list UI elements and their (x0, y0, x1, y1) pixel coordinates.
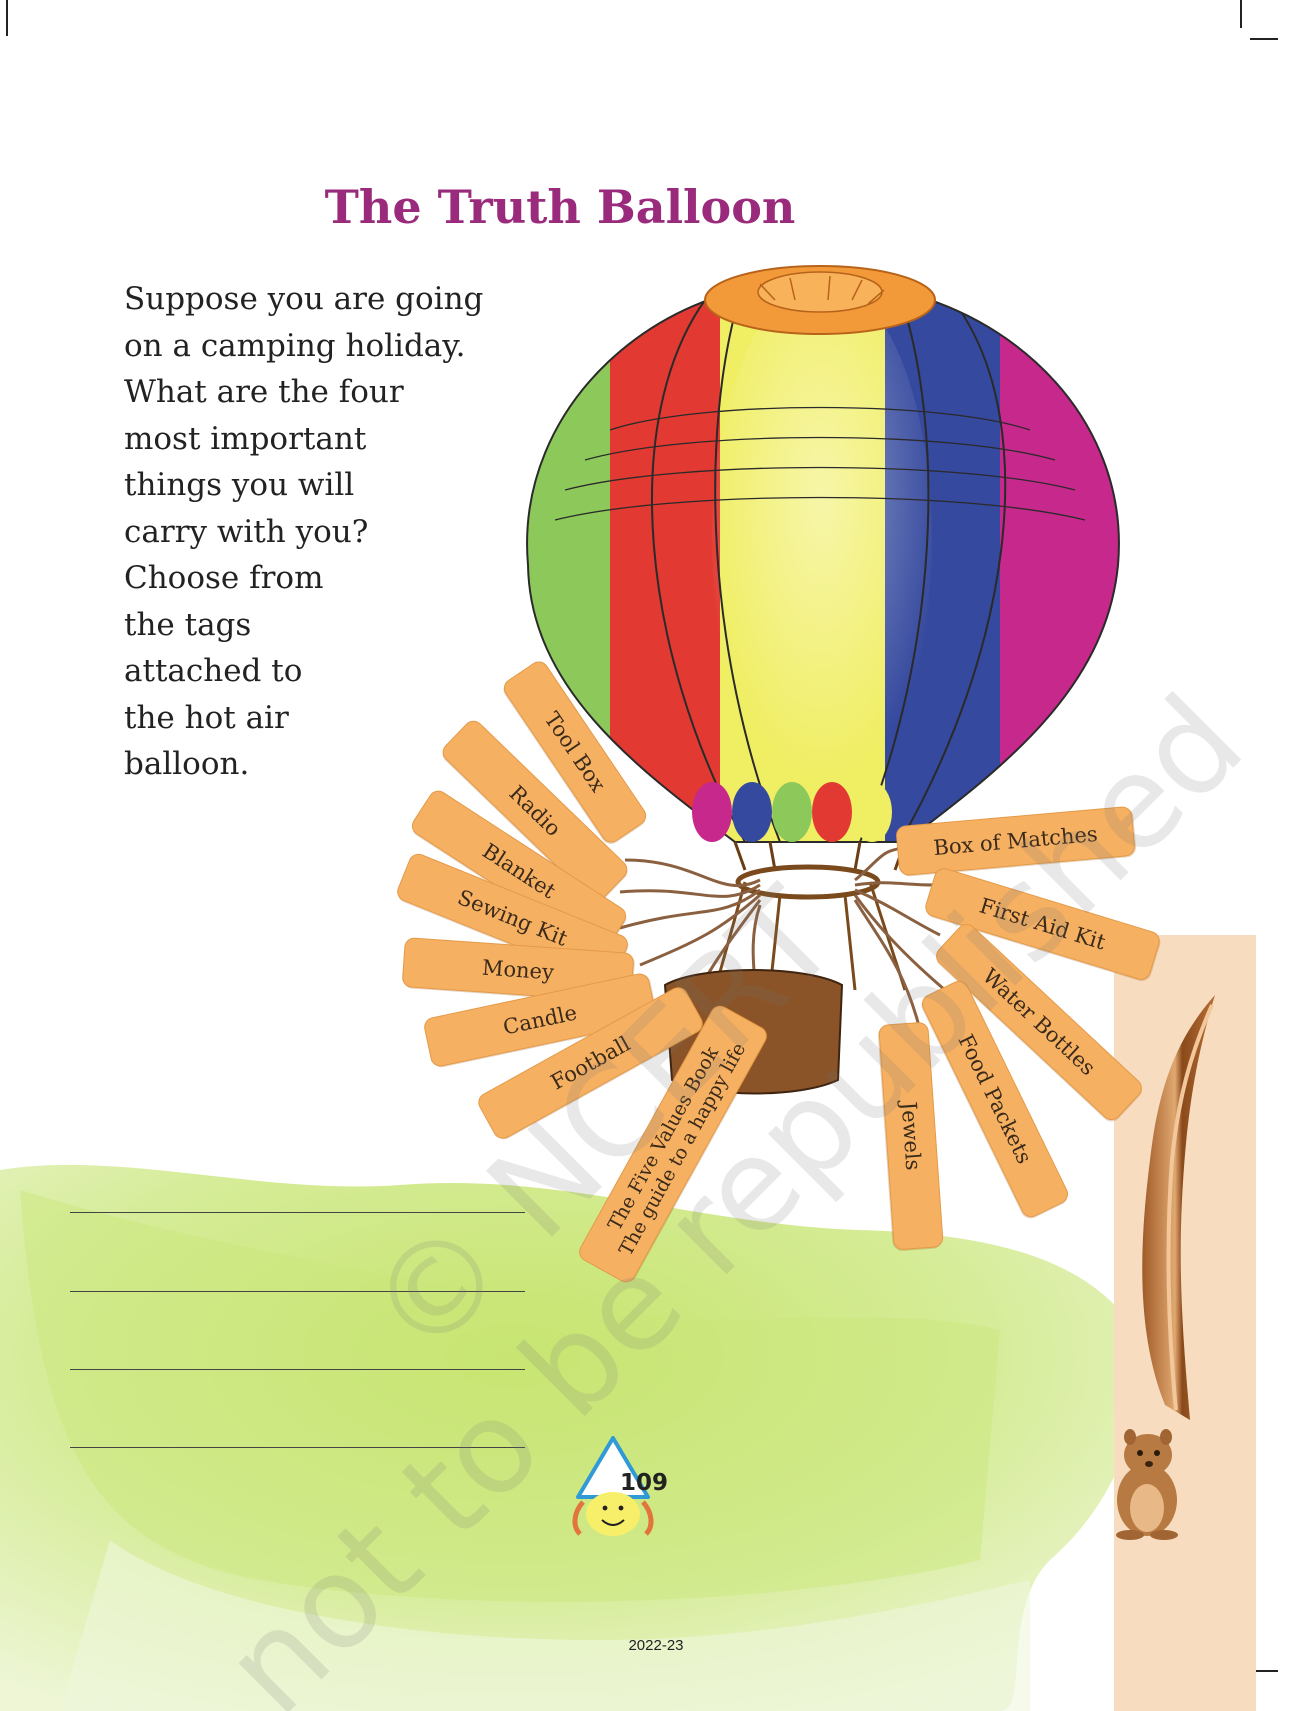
meadow-shape (60, 1540, 1030, 1711)
intro-paragraph: Suppose you are going on a camping holid… (124, 276, 514, 788)
intro-line: Suppose you are going (124, 281, 484, 317)
meadow-shape (20, 1190, 1000, 1602)
intro-line: most important (124, 420, 367, 457)
page-title: The Truth Balloon (324, 180, 796, 234)
intro-line: Choose from (124, 560, 324, 596)
intro-line: carry with you? (124, 513, 369, 550)
answer-line-4[interactable] (70, 1447, 525, 1448)
page-number-badge (572, 1436, 654, 1536)
crop-mark (1250, 1670, 1278, 1672)
crop-mark (1240, 0, 1242, 28)
balloon-crown (704, 265, 936, 335)
answer-line-2[interactable] (70, 1291, 525, 1292)
intro-line: on a camping holiday. (124, 327, 466, 364)
intro-line: attached to (124, 653, 303, 689)
page-number: 109 (620, 1470, 669, 1496)
intro-line: What are the four (124, 374, 404, 410)
balloon-ropes (619, 841, 946, 1031)
intro-line: balloon. (124, 746, 250, 782)
balloon-outline (526, 280, 1120, 843)
balloon-skirt (692, 782, 892, 842)
intro-line: things you will (124, 467, 355, 503)
crop-mark (1250, 38, 1278, 40)
answer-line-1[interactable] (70, 1212, 525, 1213)
meadow-shape (0, 1164, 1141, 1711)
intro-line: the tags (124, 606, 252, 643)
squirrel-illustration (1116, 995, 1215, 1540)
intro-line: the hot air (124, 699, 289, 736)
publication-year: 2022-23 (628, 1637, 684, 1654)
answer-line-3[interactable] (70, 1369, 525, 1370)
crop-mark (6, 0, 8, 36)
